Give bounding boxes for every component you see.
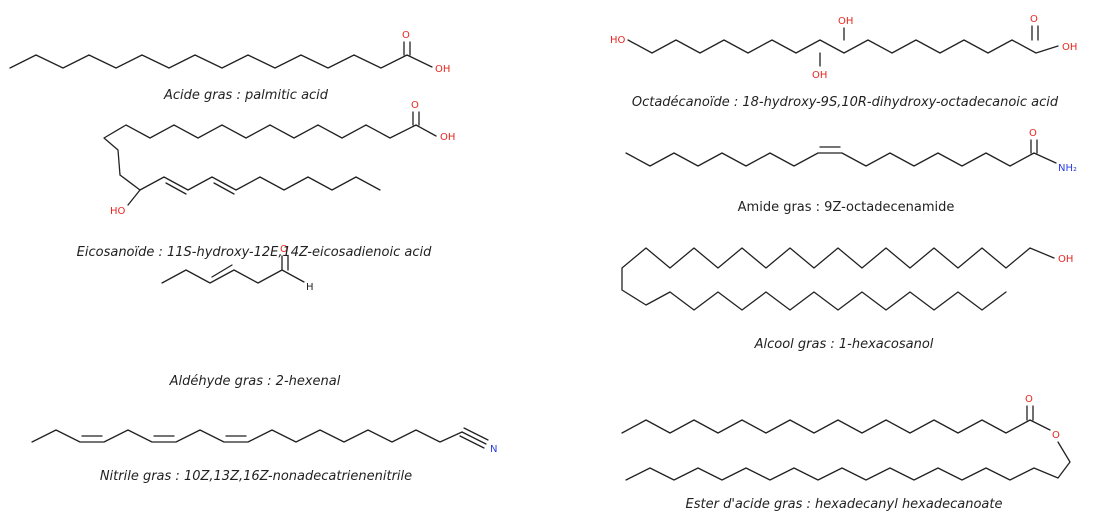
eico-double-bond-z [213,182,235,195]
amide-label-nh2: NH₂ [1058,163,1077,174]
amide-chain [625,152,1057,167]
eico-label-ho: HO [110,206,126,217]
ester-alkyl-chain [625,441,1071,481]
eico-label-o: O [411,100,419,111]
nitrile-structure: N [31,427,497,455]
amide-structure: O NH₂ [625,128,1077,174]
octa-chain [627,39,1059,54]
octadecanoide-structure: HO OH OH O OH [610,14,1077,81]
octa-label-oh-top: OH [838,16,853,27]
palmitic-label-o: O [402,30,410,41]
caption-eicosanoide: Eicosanoïde : 11S-hydroxy-12E,14Z-eicosa… [76,245,432,260]
hexacosanol-chain [621,247,1055,311]
hexenal-label-o: O [280,244,288,255]
ester-acyl-chain [621,419,1051,434]
nitrile-cn-bond-1 [461,431,487,445]
caption-hexacosanol: Alcool gras : 1-hexacosanol [754,337,934,352]
hexenal-double-bond [211,264,233,278]
ester-label-o-ester: O [1052,430,1060,441]
hexenal-chain [161,255,283,284]
hexacosanol-structure: OH [621,247,1073,311]
nitrile-label-n: N [490,444,497,455]
caption-nitrile: Nitrile gras : 10Z,13Z,16Z-nonadecatrien… [99,469,413,484]
nitrile-chain [31,429,463,443]
eico-chain-lower [119,174,381,191]
hexenal-ch-bond [281,269,305,283]
caption-octadecanoide: Octadécanoïde : 18-hydroxy-9S,10R-dihydr… [631,95,1059,110]
ester-structure: O O [621,394,1071,481]
nitrile-cn-bond-3 [459,435,485,449]
eico-oh-bond [127,189,141,206]
eico-chain-upper [103,124,437,176]
octa-label-o: O [1030,14,1038,25]
caption-hexenal: Aldéhyde gras : 2-hexenal [169,374,341,389]
eico-double-bond-e [165,182,187,195]
hexenal-label-h: H [306,282,314,293]
amide-label-o: O [1029,128,1037,139]
caption-amide: Amide gras : 9Z-octadecenamide [737,200,955,215]
palmitic-chain [9,54,433,69]
eico-label-oh: OH [440,132,455,143]
caption-palmitic-acid: Acide gras : palmitic acid [163,88,329,103]
ester-label-o: O [1025,394,1033,405]
octa-label-oh: OH [1062,42,1077,53]
eicosanoide-structure: O OH HO [103,100,455,217]
palmitic-label-oh: OH [435,64,450,75]
hexacosanol-label-oh: OH [1058,254,1073,265]
octa-label-oh-bottom: OH [812,70,827,81]
nitrile-cn-bond-2 [463,427,489,441]
caption-ester: Ester d'acide gras : hexadecanyl hexadec… [685,497,1003,512]
hexenal-structure: O H [161,244,314,293]
palmitic-acid-structure: O OH [9,30,450,75]
octa-label-ho: HO [610,35,626,46]
